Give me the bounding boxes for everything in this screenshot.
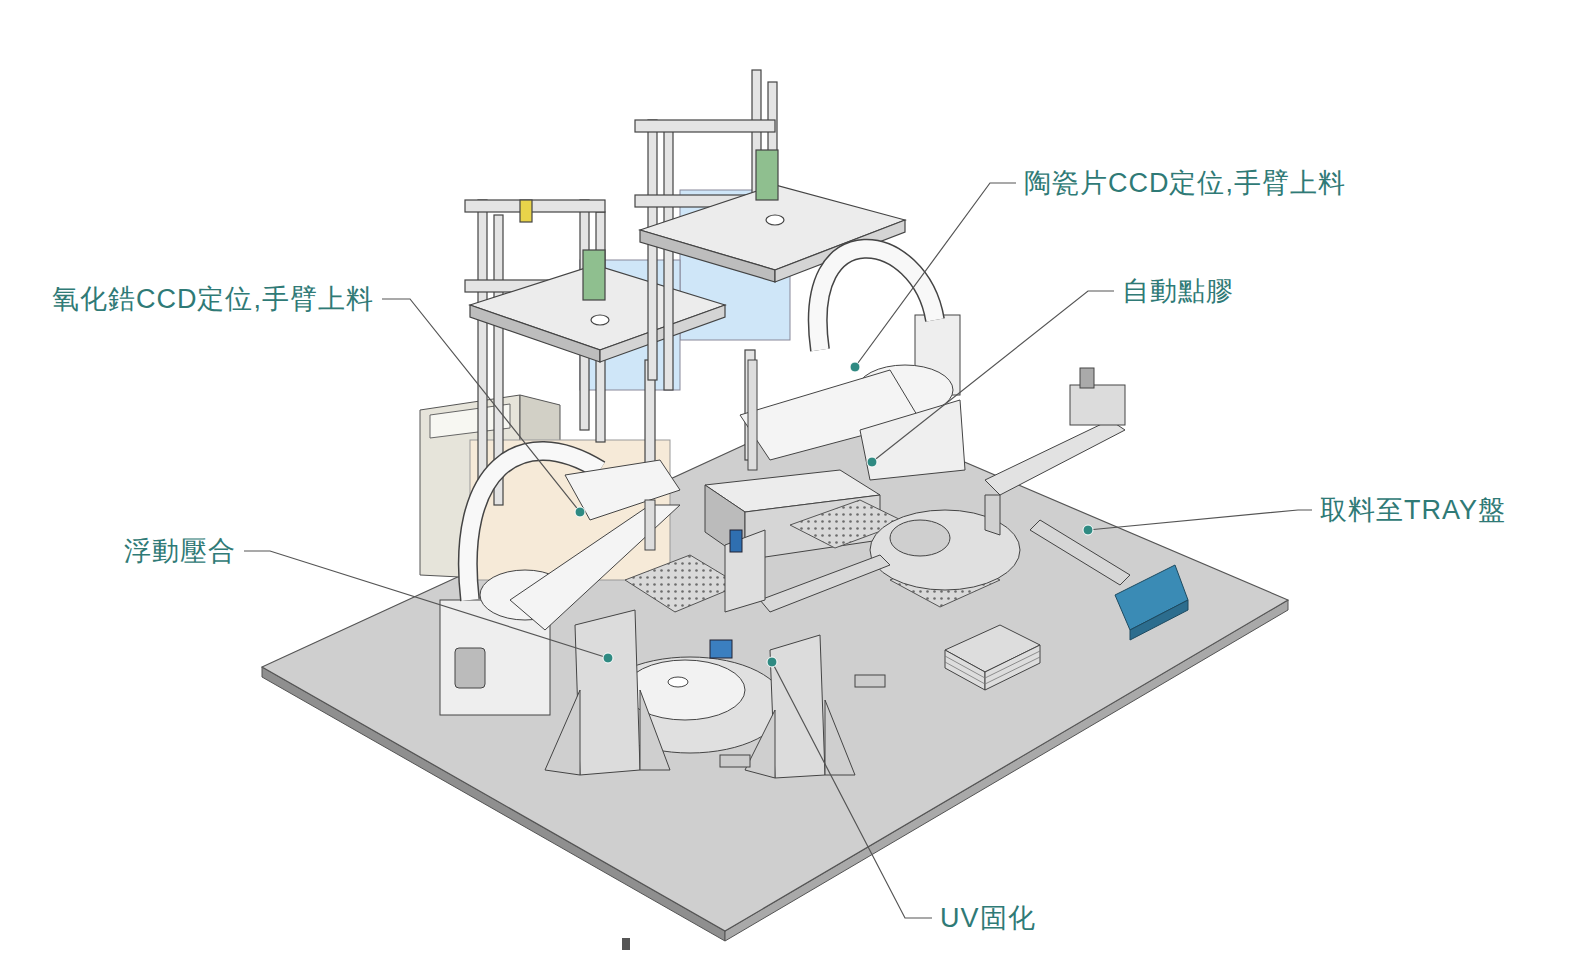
leader-line — [772, 662, 932, 918]
callout-label: 浮動壓合 — [122, 535, 238, 567]
leader-dot — [575, 507, 585, 517]
leader-dot — [1083, 525, 1093, 535]
leader-line — [1088, 510, 1312, 530]
callout-label: 陶瓷片CCD定位,手臂上料 — [1022, 167, 1348, 199]
leader-line — [872, 291, 1114, 462]
callout-label: 氧化鋯CCD定位,手臂上料 — [50, 283, 376, 315]
leader-dot — [867, 457, 877, 467]
leader-line — [244, 551, 608, 658]
leader-line — [855, 183, 1016, 367]
leader-dot — [603, 653, 613, 663]
callout-label: 取料至TRAY盤 — [1318, 494, 1508, 526]
callout-label: 自動點膠 — [1120, 275, 1236, 307]
callout-label: UV固化 — [938, 902, 1038, 934]
leader-dot — [767, 657, 777, 667]
leader-line — [382, 299, 580, 512]
leader-dot — [850, 362, 860, 372]
